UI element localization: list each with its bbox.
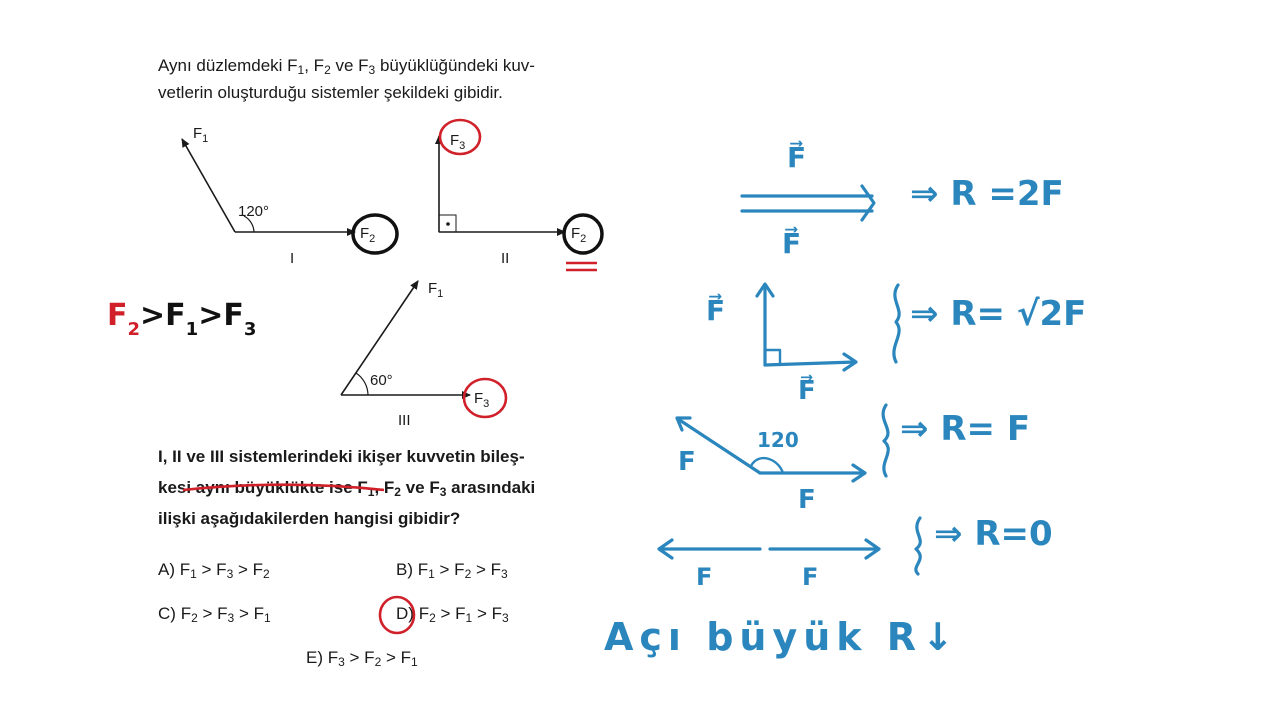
angle120-left: [676, 417, 762, 475]
row3-f-right: F: [798, 485, 816, 515]
opposite-right-head: [864, 538, 881, 560]
f2-label: F2: [360, 225, 375, 245]
row3-f-left: F: [678, 447, 696, 477]
prompt-line-3: ilişki aşağıdakilerden hangisi gibidir?: [158, 509, 461, 528]
perp-horizontal: [763, 360, 857, 367]
f2-label: F2: [571, 225, 586, 245]
black-circle-marks: [351, 213, 604, 255]
answer-a[interactable]: A) F1 > F3 > F2: [158, 560, 270, 581]
brace-4: [914, 516, 922, 576]
brace-3: [881, 403, 890, 478]
circle-f2-system2: [562, 213, 604, 255]
circle-f3-system3: [462, 377, 508, 419]
row3-angle-120: 120: [757, 428, 799, 452]
angle-arc: [355, 372, 369, 396]
f3-label: F3: [474, 390, 489, 410]
right-angle-mark: [438, 214, 457, 233]
intro-line-2: vetlerin oluşturduğu sistemler şekildeki…: [158, 83, 503, 102]
row1-f-bottom: F⃗: [782, 226, 801, 260]
angle-label: 120°: [238, 203, 269, 220]
f1-label: F1: [193, 125, 208, 145]
red-order-note: F2>F1>F3: [107, 298, 256, 340]
row2-f-horizontal: F⃗: [798, 374, 816, 406]
answer-b[interactable]: B) F1 > F2 > F3: [396, 560, 508, 581]
right-angle-dot: [446, 222, 450, 226]
opposite-left-head: [657, 538, 674, 560]
circle-answer-d: [378, 595, 416, 635]
perp-vertical-head: [755, 282, 775, 298]
row2-f-vertical: F⃗: [706, 293, 725, 327]
angle120-right-head: [851, 463, 867, 483]
roman-label: III: [398, 412, 411, 429]
answer-d[interactable]: D) F2 > F1 > F3: [396, 604, 509, 625]
system-2: F3 F2 II: [435, 132, 586, 267]
circle-f2-system1: [351, 213, 399, 255]
red-annotations: [182, 118, 597, 635]
prompt-line-1: I, II ve III sistemlerindeki ikişer kuvv…: [158, 447, 525, 466]
f1-vector: [181, 138, 236, 233]
f1-vector: [340, 280, 419, 396]
row4-f-right: F: [802, 563, 818, 591]
answer-c[interactable]: C) F2 > F3 > F1: [158, 604, 271, 625]
angle-label: 60°: [370, 372, 393, 389]
perp-horizontal-head: [842, 352, 858, 372]
result-r2: ⇒ R= √2F: [910, 294, 1086, 334]
row4-f-left: F: [696, 563, 712, 591]
underline-prompt: [182, 483, 385, 492]
brace-2: [892, 283, 901, 364]
circle-f3-system2: [438, 118, 482, 156]
conclusion-note: Açı büyük R↓: [604, 615, 960, 659]
intro-text: Aynı düzlemdeki F1, F2 ve F3 büyüklüğünd…: [158, 52, 535, 106]
perp-right-angle: [763, 348, 782, 367]
parallel-arrowhead: [860, 184, 876, 222]
blue-notes: [657, 184, 922, 576]
result-r3: ⇒ R= F: [900, 409, 1030, 449]
angle-arc: [243, 215, 255, 233]
system-1: 120° F1 F2 I: [181, 125, 375, 267]
prompt-text: I, II ve III sistemlerindeki ikişer kuvv…: [158, 443, 535, 532]
intro-line-1: Aynı düzlemdeki F1, F2 ve F3 büyüklüğünd…: [158, 56, 535, 77]
f1-label: F1: [428, 280, 443, 300]
answer-e[interactable]: E) F3 > F2 > F1: [306, 648, 418, 669]
row1-f-top: F⃗: [787, 140, 806, 174]
result-r1: ⇒ R =2F: [910, 174, 1064, 214]
roman-label: II: [501, 250, 509, 267]
system-3: 60° F1 F3 III: [340, 280, 489, 429]
result-r4: ⇒ R=0: [934, 514, 1053, 554]
angle120-left-head: [675, 416, 692, 432]
f3-label: F3: [450, 132, 465, 152]
roman-label: I: [290, 250, 294, 267]
angle120-arc: [749, 456, 785, 475]
